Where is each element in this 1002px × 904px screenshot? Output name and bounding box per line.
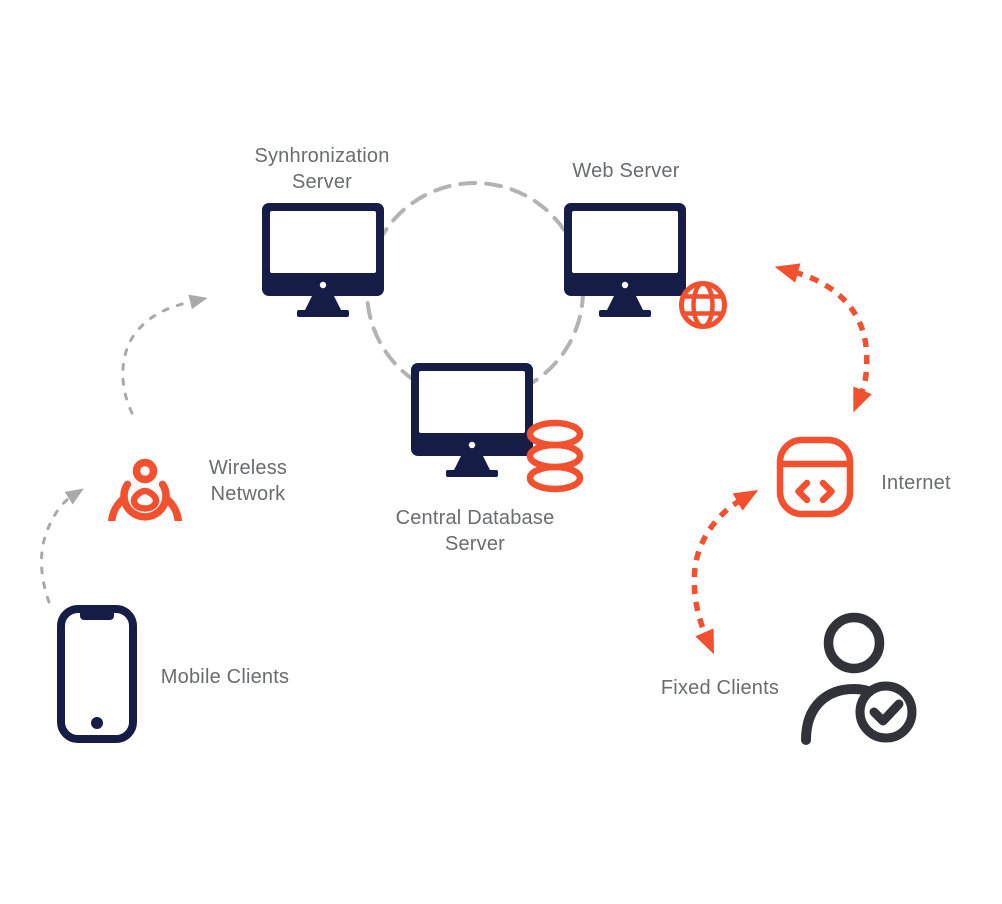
desktop-computer-icon [564,203,686,317]
node-sync-server [259,201,387,324]
node-internet [775,435,855,524]
wireless-signal-icon [107,458,183,562]
connector-wireless-to-sync [121,294,208,415]
central-db-server-label: Central Database Server [395,507,555,555]
wireless-network-label: Wireless Network [208,457,288,505]
node-web-server [561,201,689,324]
node-mobile-clients [56,604,138,749]
mobile-clients-label: Mobile Clients [160,666,290,688]
database-icon [524,419,586,498]
user-check-icon [801,612,917,745]
connector-mobile-to-wireless [40,488,84,604]
node-wireless-network [102,431,188,562]
node-central-db-server [408,361,536,484]
web-server-label: Web Server [572,160,680,182]
desktop-computer-icon [411,363,533,477]
web-window-code-icon [776,436,854,518]
connector-web-internet [774,263,872,413]
node-fixed-clients [796,608,920,753]
connector-internet-fixed [691,489,759,655]
sync-server-label: Synhronization Server [254,145,390,193]
globe-icon [677,279,729,336]
internet-label: Internet [881,472,951,494]
desktop-computer-icon [262,203,384,317]
smartphone-icon [57,605,137,743]
fixed-clients-label: Fixed Clients [660,677,780,699]
